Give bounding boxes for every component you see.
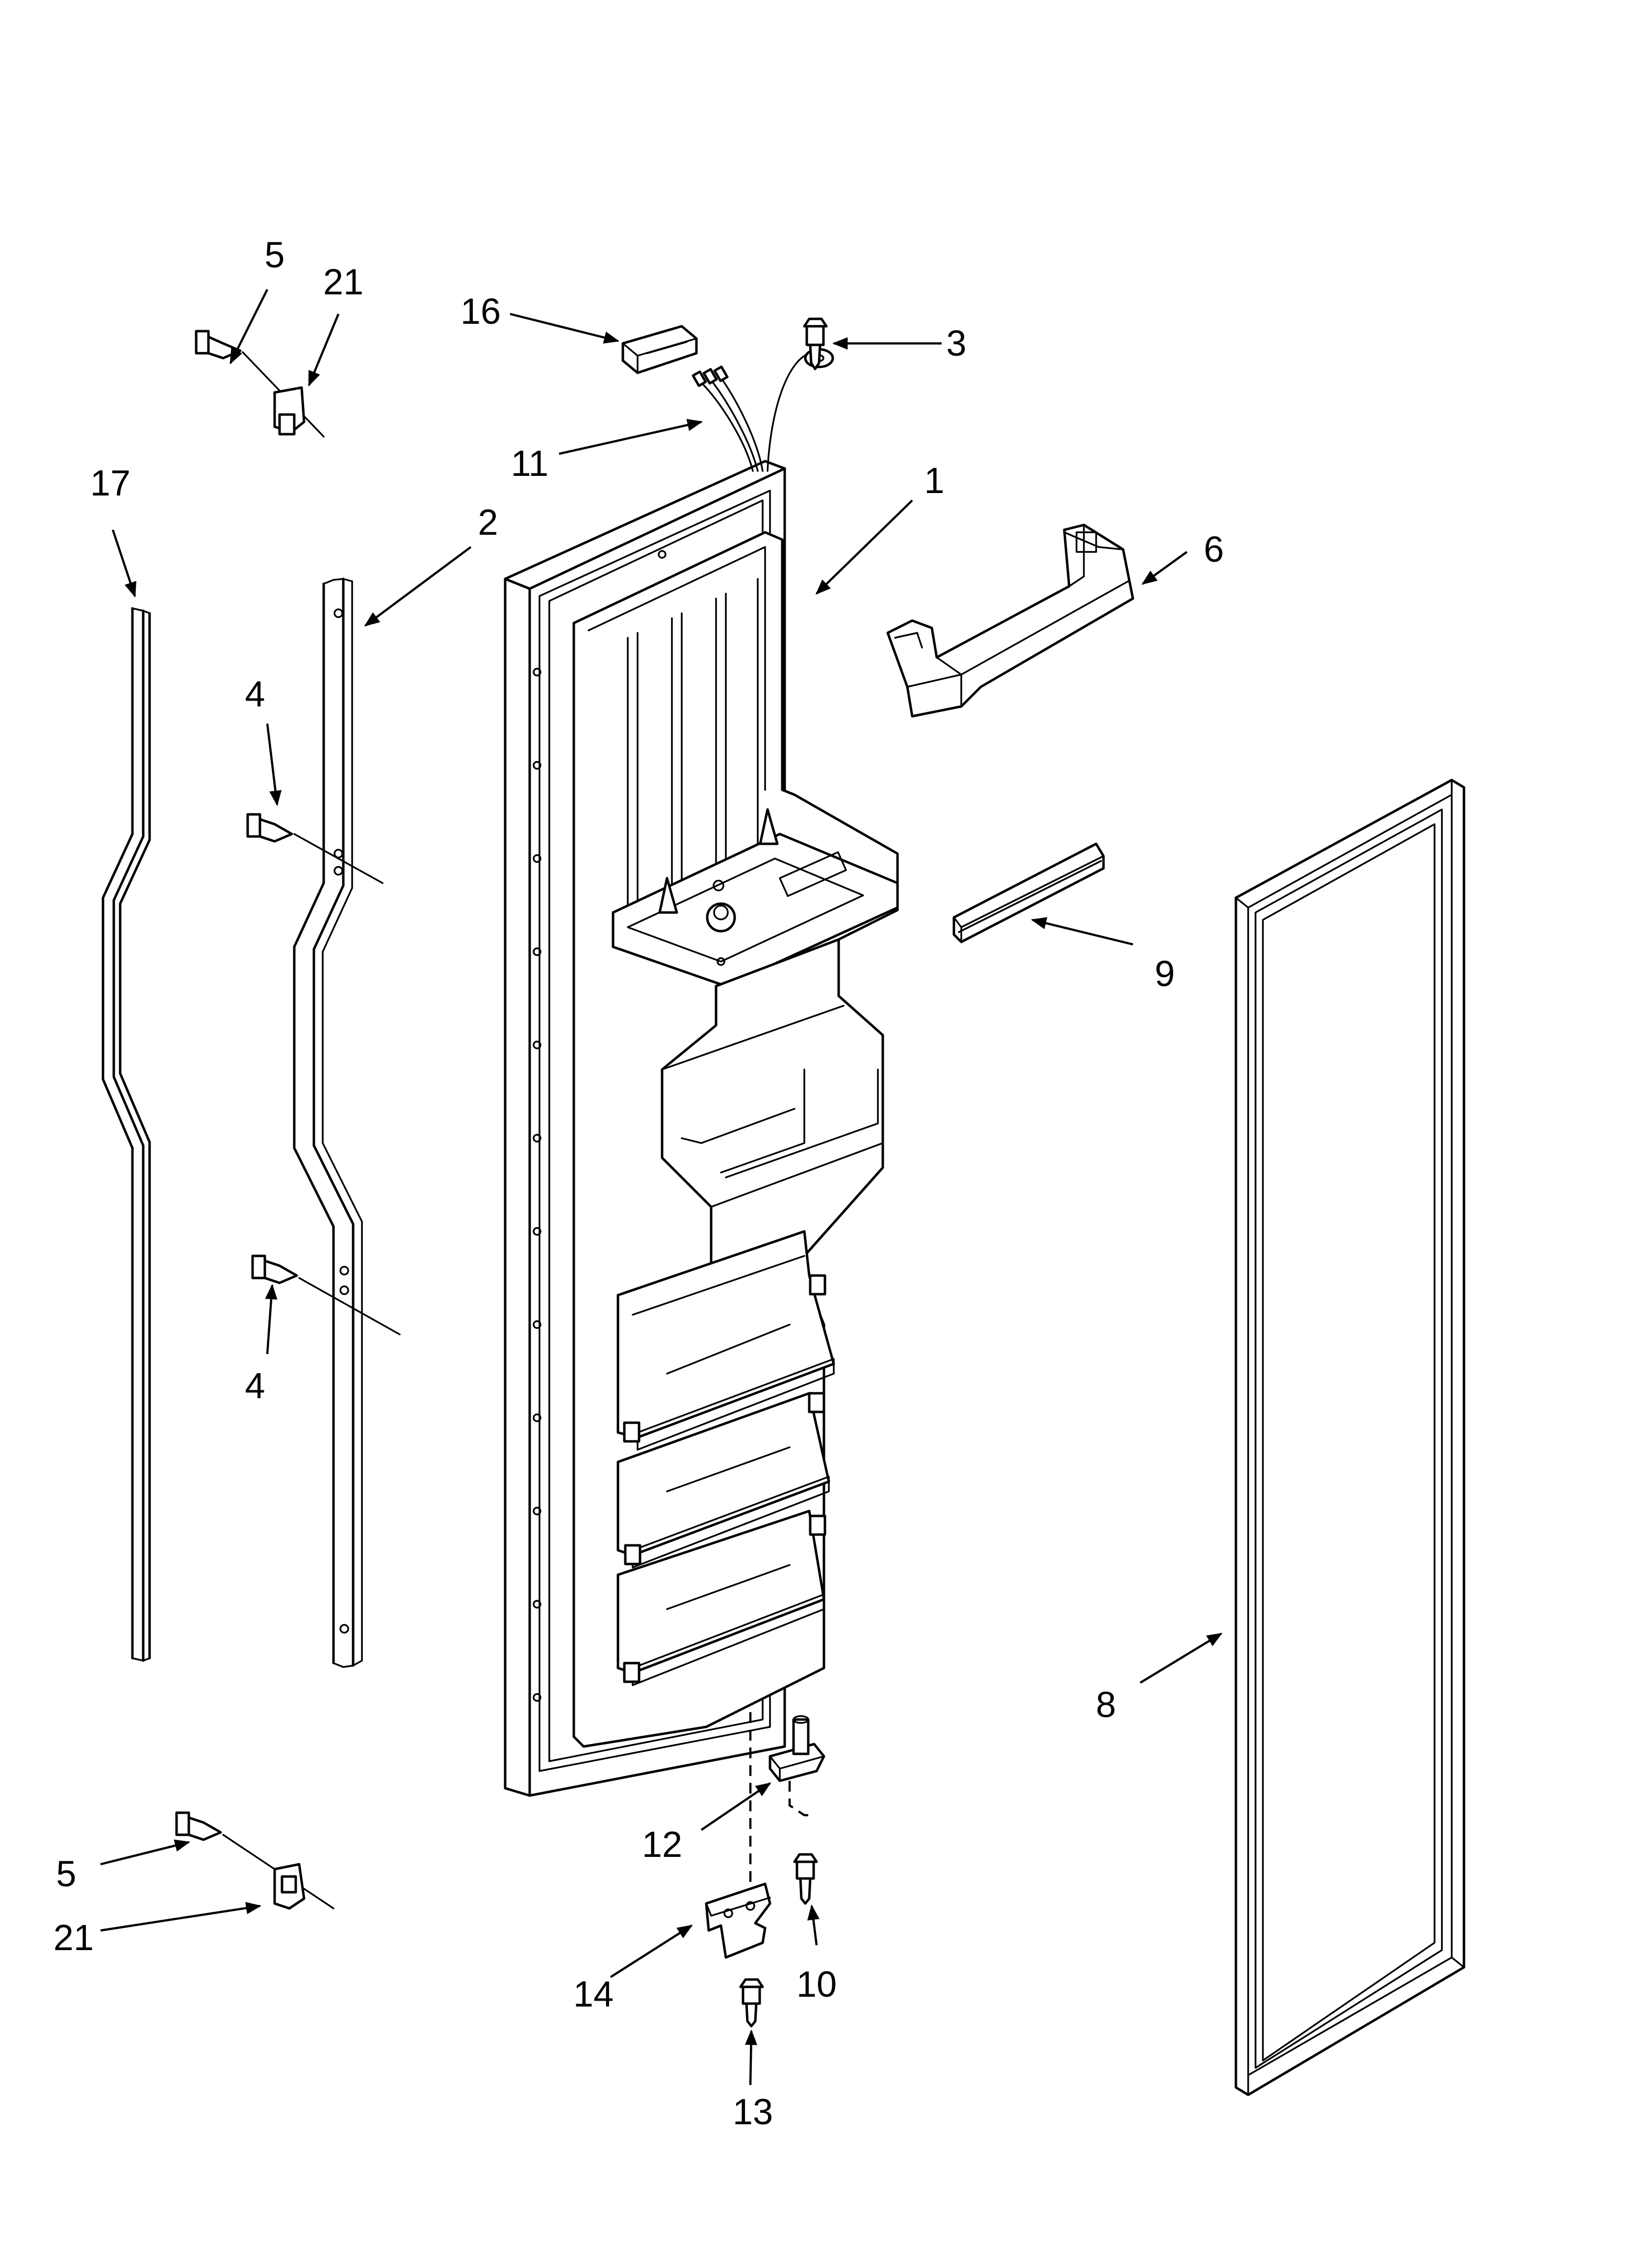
screw-4-lower xyxy=(251,1254,401,1335)
callout-4-upper: 4 xyxy=(245,674,265,714)
callout-11: 11 xyxy=(511,443,549,484)
part-6-door-bin xyxy=(886,523,1134,718)
callout-9: 9 xyxy=(1155,953,1175,994)
part-8-gasket xyxy=(1234,779,1465,2096)
leader-arrows xyxy=(100,288,1223,2086)
screw-5-lower xyxy=(175,1811,334,1909)
part-3-screw xyxy=(803,317,828,370)
part-12-hinge-pin xyxy=(769,1699,825,1817)
callout-1: 1 xyxy=(924,460,944,501)
clip-21-upper xyxy=(273,386,306,436)
part-1-door-liner xyxy=(504,460,899,1797)
callout-12: 12 xyxy=(642,1824,682,1865)
callout-labels: 5 21 17 2 4 4 16 3 11 1 6 9 8 12 10 14 1… xyxy=(53,235,1224,2132)
part-13-screw xyxy=(739,1978,764,2028)
part-16-connector xyxy=(621,325,698,374)
door-shelves xyxy=(616,1230,835,1686)
part-11-wire-harness xyxy=(692,348,834,472)
clip-21-lower xyxy=(273,1863,306,1910)
callout-4-lower: 4 xyxy=(245,1365,265,1406)
callout-21-lower: 21 xyxy=(53,1917,94,1958)
callout-17: 17 xyxy=(90,463,130,503)
callout-5-upper: 5 xyxy=(264,235,284,275)
liner-ribs xyxy=(627,578,759,933)
callout-2: 2 xyxy=(478,502,498,543)
callout-8: 8 xyxy=(1096,1684,1116,1725)
callout-3: 3 xyxy=(946,323,966,364)
callout-14: 14 xyxy=(573,1974,614,2014)
callout-13: 13 xyxy=(733,2091,773,2132)
part-2-rail xyxy=(293,577,363,1668)
callout-5-lower: 5 xyxy=(56,1853,76,1894)
callout-21-upper: 21 xyxy=(323,261,363,302)
part-10-screw xyxy=(793,1853,818,1905)
callout-16: 16 xyxy=(461,291,501,332)
part-9-trim xyxy=(952,842,1105,943)
part-17-strip xyxy=(102,607,151,1662)
screw-4-upper xyxy=(246,813,384,884)
part-14-hinge-bracket xyxy=(705,1882,771,1959)
callout-6: 6 xyxy=(1204,529,1224,570)
frame-holes xyxy=(533,550,667,1702)
callout-10: 10 xyxy=(796,1964,837,2005)
